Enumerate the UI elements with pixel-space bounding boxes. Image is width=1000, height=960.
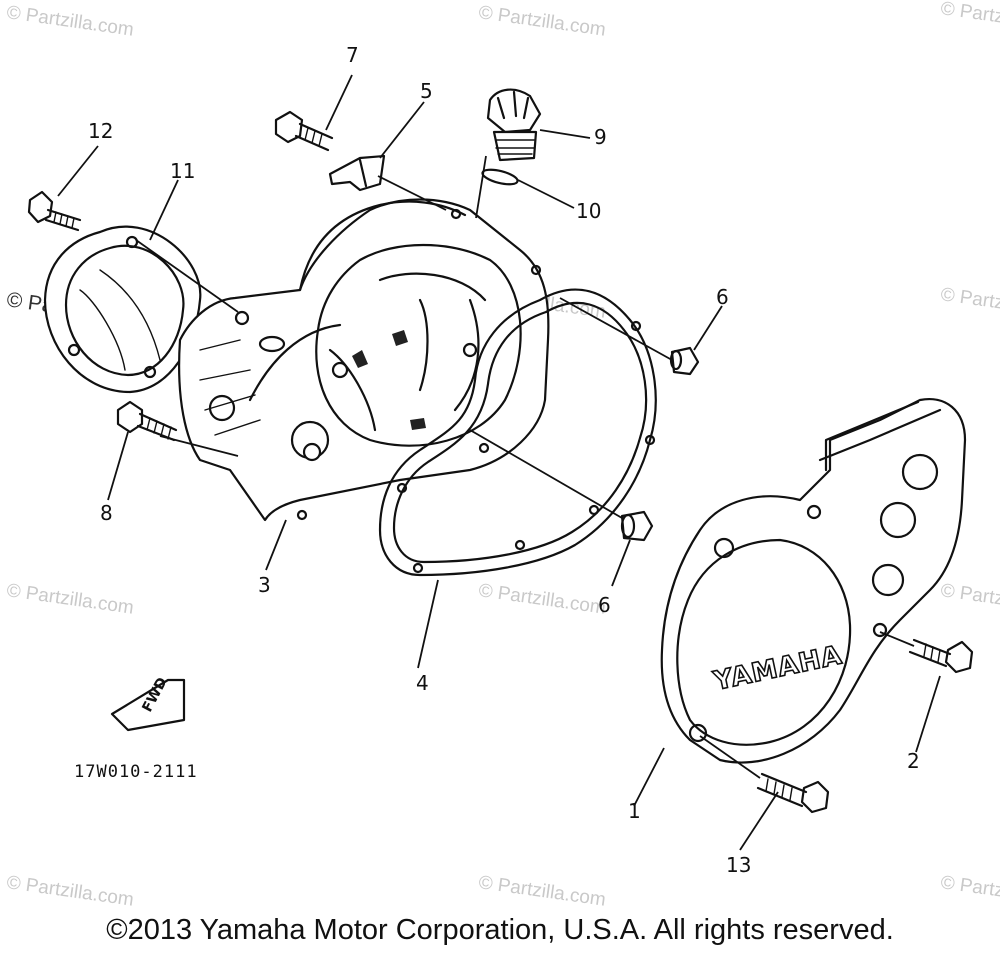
callout-11: 11 xyxy=(170,159,195,183)
bolt-7 xyxy=(274,110,334,152)
leader-lines xyxy=(57,74,941,851)
callout-12: 12 xyxy=(88,119,113,143)
callout-1: 1 xyxy=(628,799,641,823)
watermark: © Partzilla.com xyxy=(5,580,135,619)
o-ring-10 xyxy=(481,168,519,186)
drawing-code: 17W010-2111 xyxy=(74,762,198,782)
callout-9: 9 xyxy=(594,125,607,149)
gasket-4 xyxy=(378,288,657,577)
bolt-12 xyxy=(27,190,82,232)
callout-4: 4 xyxy=(416,671,429,695)
dowel-pin-6-upper xyxy=(669,346,700,376)
watermark: © Partzilla.com xyxy=(939,580,1000,619)
outer-cover-1: YAMAHA xyxy=(660,397,967,764)
clamp-5 xyxy=(328,154,386,192)
fwd-arrow-icon: FWD xyxy=(110,675,186,732)
watermark: © Partzilla.com xyxy=(5,2,135,41)
callout-6-lower: 6 xyxy=(598,593,611,617)
callout-7: 7 xyxy=(346,43,359,67)
callouts: 1 2 3 4 5 6 6 7 8 9 10 11 12 13 xyxy=(88,43,920,877)
watermark: © Partzilla.com xyxy=(939,0,1000,37)
bolt-13 xyxy=(756,772,830,814)
copyright-notice: ©2013 Yamaha Motor Corporation, U.S.A. A… xyxy=(106,914,894,946)
watermark: © Partzilla.com xyxy=(477,872,607,911)
filler-plug-9 xyxy=(486,88,542,162)
watermark: © Partzilla.com xyxy=(939,872,1000,911)
watermark: © Partzilla.com xyxy=(477,580,607,619)
dowel-pin-6-lower xyxy=(620,510,654,542)
callout-10: 10 xyxy=(576,199,601,223)
callout-6-upper: 6 xyxy=(716,285,729,309)
callout-2: 2 xyxy=(907,749,920,773)
callout-8: 8 xyxy=(100,501,113,525)
watermark: © Partzilla.com xyxy=(5,872,135,911)
callout-3: 3 xyxy=(258,573,271,597)
bolt-2 xyxy=(908,638,974,674)
callout-13: 13 xyxy=(726,853,751,877)
callout-5: 5 xyxy=(420,79,433,103)
watermark: © Partzilla.com xyxy=(939,284,1000,323)
rotor-cover-11 xyxy=(43,225,202,394)
watermark: © Partzilla.com xyxy=(477,2,607,41)
crankcase-cover-3 xyxy=(178,198,550,522)
